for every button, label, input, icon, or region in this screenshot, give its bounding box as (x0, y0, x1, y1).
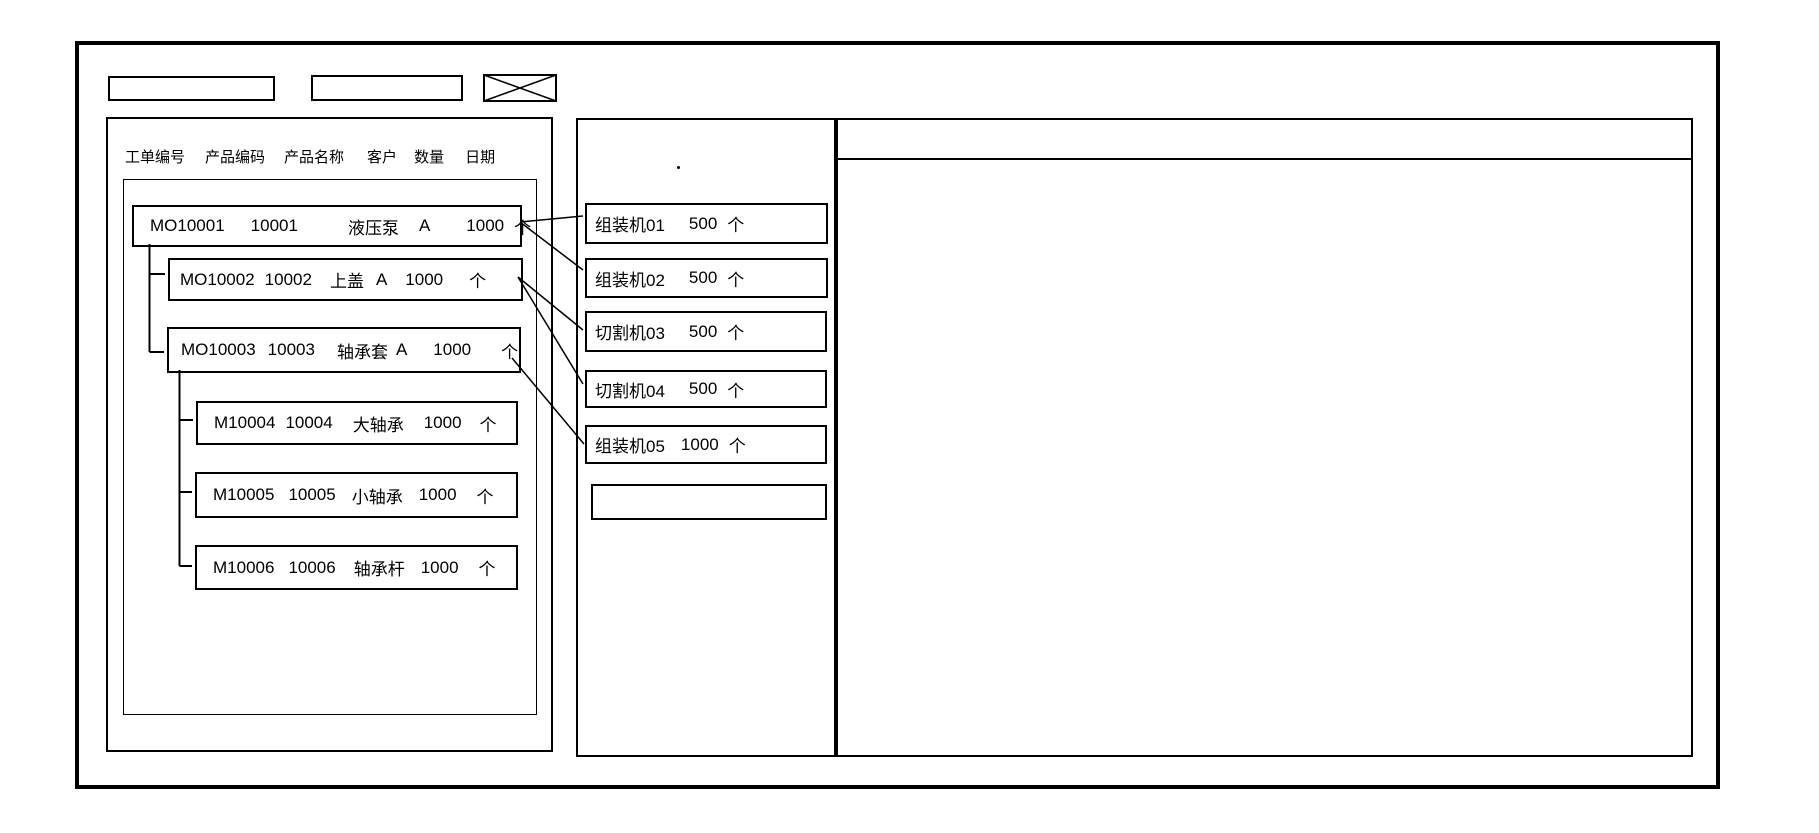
column-product-name: 产品名称 (284, 149, 345, 166)
order-card-m10005[interactable]: M10005 10005 小轴承 1000 个 (195, 472, 518, 518)
image-placeholder-icon (483, 74, 557, 102)
order-no: MO10003 (181, 340, 256, 359)
customer: A (375, 269, 388, 289)
machine-name: 切割机03 (595, 324, 665, 343)
machine-unit: 个 (727, 381, 745, 401)
column-customer: 客户 (367, 149, 398, 166)
detail-panel-body (838, 162, 1691, 757)
machine-card-02[interactable]: 组装机02 500 个 (585, 258, 828, 298)
machine-card-04[interactable]: 切割机04 500 个 (585, 370, 827, 408)
machine-panel: 组装机01 500 个 组装机02 500 个 切割机03 500 个 切割机0… (576, 118, 836, 757)
product-code: 10003 (267, 340, 315, 359)
qty: 1000 (466, 216, 505, 235)
column-date: 日期 (465, 149, 496, 166)
unit: 个 (514, 218, 532, 238)
work-order-panel: 工单编号 产品编码 产品名称 客户 数量 日期 MO10001 10001 液压… (106, 117, 553, 752)
window-frame (75, 41, 1720, 789)
unit: 个 (478, 560, 496, 579)
detail-panel-header (838, 120, 1691, 160)
machine-card-05[interactable]: 组装机05 1000 个 (585, 425, 827, 464)
machine-card-empty[interactable] (591, 484, 827, 520)
machine-name: 组装机01 (595, 216, 665, 235)
detail-panel (836, 118, 1693, 757)
qty: 1000 (405, 269, 444, 289)
column-qty: 数量 (414, 149, 445, 166)
order-tree-container: MO10001 10001 液压泵 A 1000 个 MO10002 10002… (123, 179, 537, 715)
qty: 1000 (433, 340, 472, 359)
order-card-m10004[interactable]: M10004 10004 大轴承 1000 个 (196, 401, 518, 445)
toolbar-field-2[interactable] (311, 75, 463, 101)
product-code: 10006 (288, 557, 336, 577)
unit: 个 (501, 342, 519, 362)
product-name: 大轴承 (352, 415, 404, 435)
product-code: 10005 (288, 485, 336, 504)
machine-card-03[interactable]: 切割机03 500 个 (585, 311, 827, 352)
order-no: M10005 (213, 485, 275, 504)
qty: 1000 (418, 485, 457, 504)
qty: 1000 (423, 413, 462, 432)
order-no: MO10002 (180, 269, 255, 289)
product-name: 液压泵 (347, 218, 399, 238)
machine-name: 组装机02 (595, 270, 665, 290)
customer: A (418, 216, 431, 235)
order-card-m10006[interactable]: M10006 10006 轴承杆 1000 个 (195, 545, 518, 590)
machine-qty: 500 (688, 213, 718, 233)
product-name: 轴承套 (336, 342, 388, 362)
order-card-mo10002[interactable]: MO10002 10002 上盖 A 1000 个 (168, 258, 523, 301)
machine-unit: 个 (727, 324, 745, 343)
order-no: MO10001 (150, 216, 225, 235)
customer: A (395, 340, 408, 359)
product-name: 小轴承 (351, 487, 403, 507)
machine-qty: 500 (688, 268, 718, 287)
order-card-mo10003[interactable]: MO10003 10003 轴承套 A 1000 个 (167, 327, 521, 373)
machine-qty: 500 (688, 379, 718, 398)
order-no: M10006 (213, 557, 275, 577)
machine-unit: 个 (727, 270, 745, 290)
unit: 个 (479, 415, 497, 435)
order-card-mo10001[interactable]: MO10001 10001 液压泵 A 1000 个 (132, 205, 531, 247)
work-order-table-header: 工单编号 产品编码 产品名称 客户 数量 日期 (125, 146, 495, 167)
machine-qty: 500 (688, 321, 718, 341)
column-product-code: 产品编码 (205, 149, 266, 166)
order-no: M10004 (214, 413, 276, 432)
column-order-no: 工单编号 (125, 149, 186, 166)
product-name: 轴承杆 (353, 560, 405, 579)
toolbar-field-1[interactable] (108, 76, 275, 101)
product-code: 10002 (264, 269, 312, 289)
machine-card-01[interactable]: 组装机01 500 个 (585, 203, 828, 244)
unit: 个 (476, 487, 494, 507)
machine-unit: 个 (727, 216, 745, 235)
machine-name: 组装机05 (595, 437, 665, 456)
qty: 1000 (420, 557, 459, 577)
stray-dot (677, 166, 680, 169)
product-code: 10004 (285, 413, 333, 432)
product-code: 10001 (250, 216, 298, 235)
product-name: 上盖 (329, 272, 364, 291)
unit: 个 (469, 272, 487, 291)
machine-qty: 1000 (680, 434, 719, 454)
machine-unit: 个 (728, 437, 746, 456)
machine-name: 切割机04 (595, 381, 665, 401)
